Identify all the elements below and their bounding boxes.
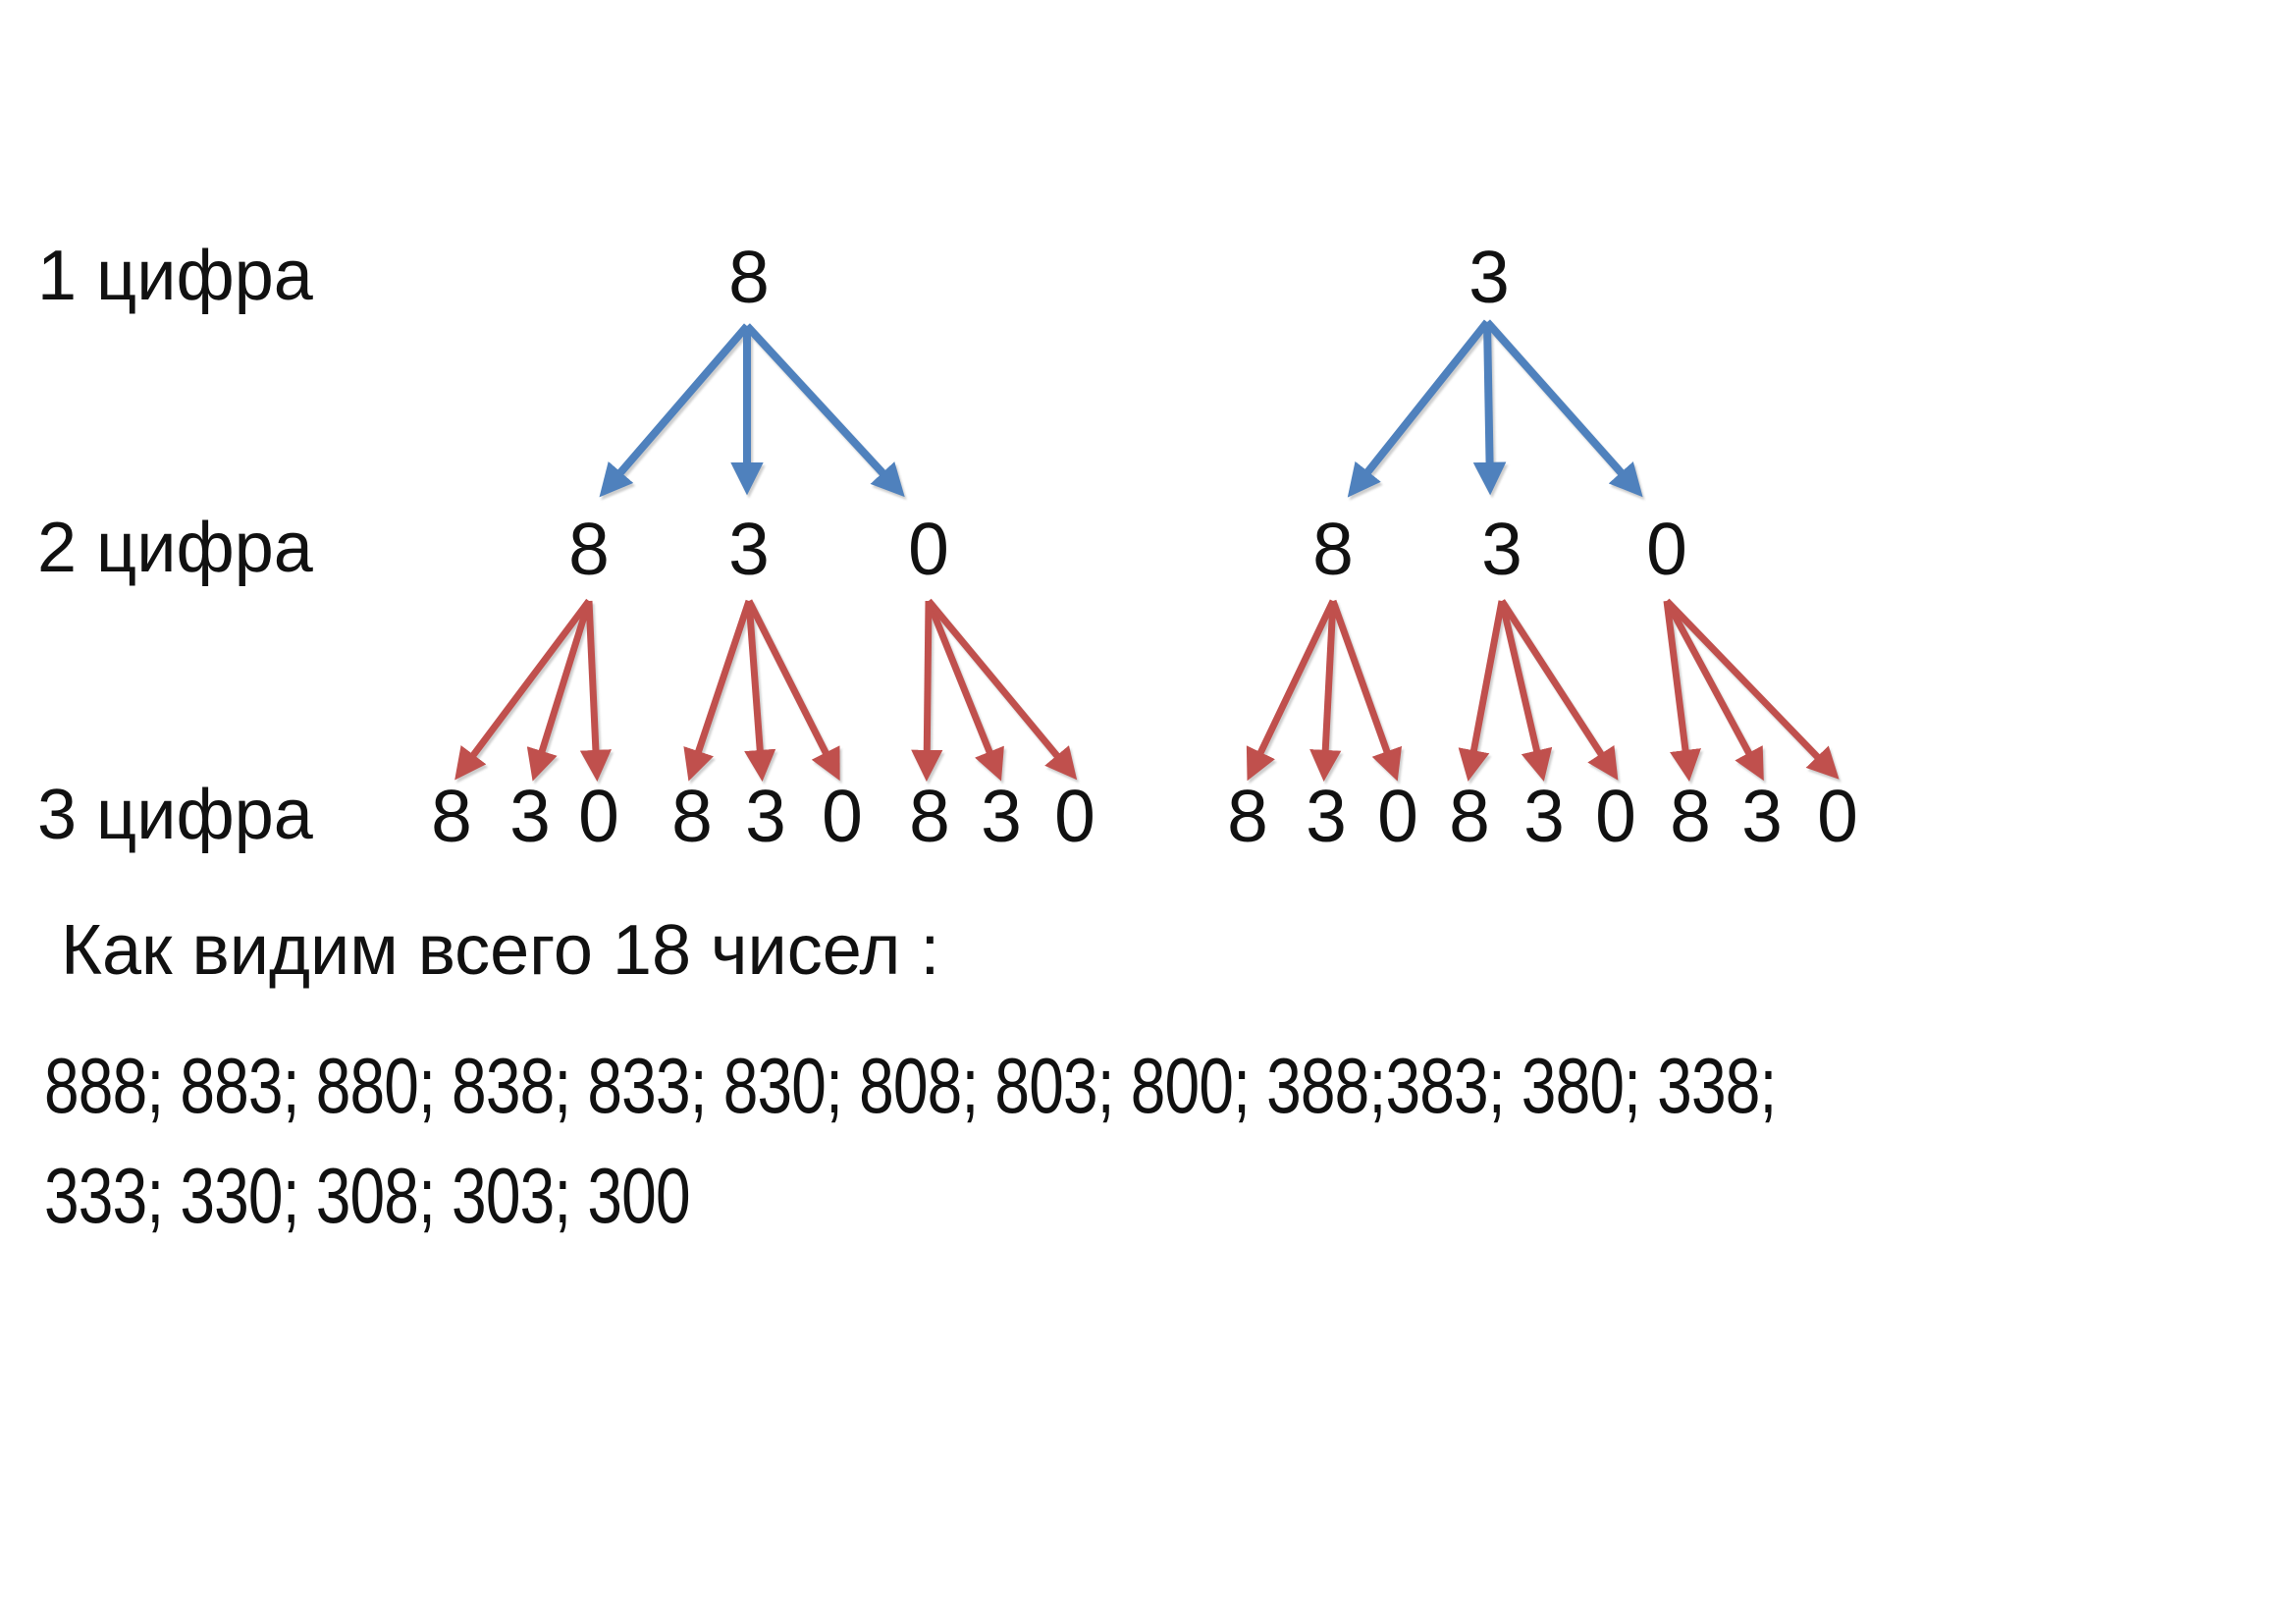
- tree1-leaf-digit: 3: [981, 775, 1022, 857]
- tree1-leaf-digit: 0: [822, 775, 863, 857]
- red-arrow: [744, 600, 776, 783]
- tree2-leaf-digit: 0: [1377, 775, 1418, 857]
- tree1-leaf-digit: 8: [671, 775, 713, 857]
- red-arrow: [526, 599, 593, 782]
- tree1-level2-arrows: [454, 598, 1078, 783]
- red-arrow: [1329, 599, 1403, 782]
- blue-arrow: [1347, 319, 1491, 498]
- red-arrow: [1663, 599, 1764, 782]
- tree1-leaf-digit: 8: [431, 775, 472, 857]
- summary-heading: Как видим всего 18 чисел :: [61, 911, 940, 990]
- blue-arrow: [1484, 319, 1643, 498]
- tree1-l2-digit: 8: [568, 508, 610, 590]
- tree1-leaf-digit: 8: [909, 775, 950, 857]
- tree1-root-digit: 8: [728, 236, 770, 318]
- blue-arrow: [744, 323, 905, 498]
- tree2-l2-digit: 0: [1646, 508, 1687, 590]
- tree2-leaf-digit: 0: [1817, 775, 1858, 857]
- tree1-l2-digit: 3: [728, 508, 770, 590]
- tree1-leaf-digit: 0: [578, 775, 619, 857]
- tree2-leaf-digit: 8: [1449, 775, 1490, 857]
- tree2-root-digit: 3: [1468, 236, 1510, 318]
- tree2-leaf-digit: 3: [1741, 775, 1783, 857]
- red-arrow: [1663, 600, 1701, 782]
- blue-arrow: [1472, 321, 1507, 496]
- red-arrow: [745, 599, 840, 782]
- blue-arrow: [599, 323, 751, 498]
- numbers-list-line1: 888; 883; 880; 838; 833; 830; 808; 803; …: [44, 1042, 1777, 1129]
- red-arrow: [911, 600, 943, 783]
- tree1-leaf-digit: 3: [509, 775, 551, 857]
- red-arrow: [579, 600, 612, 783]
- red-arrow: [925, 599, 1004, 782]
- row-label-2: 2 цифра: [37, 509, 313, 587]
- red-arrow: [1309, 600, 1342, 783]
- red-arrow: [1499, 599, 1619, 781]
- tree2-leaf-digit: 8: [1227, 775, 1268, 857]
- red-arrow: [926, 598, 1078, 781]
- tree2-level2-arrows: [1246, 598, 1840, 783]
- tree2-l2-digit: 3: [1481, 508, 1522, 590]
- tree2-l2-digit: 8: [1312, 508, 1354, 590]
- row-label-3: 3 цифра: [37, 776, 313, 854]
- red-arrow: [1246, 599, 1337, 782]
- row-label-1: 1 цифра: [37, 237, 313, 315]
- tree1-leaf-digit: 0: [1054, 775, 1095, 857]
- tree2-leaf-digit: 3: [1306, 775, 1347, 857]
- tree2-leaf-digit: 3: [1523, 775, 1565, 857]
- tree1-l2-digit: 0: [908, 508, 949, 590]
- red-arrow: [1664, 598, 1840, 780]
- red-arrow: [1498, 600, 1553, 782]
- tree2-leaf-digit: 0: [1595, 775, 1636, 857]
- red-arrow: [683, 599, 753, 782]
- tree2-level1-arrows: [1347, 319, 1643, 498]
- tree1-level1-arrows: [599, 323, 905, 498]
- tree1-leaf-digit: 3: [745, 775, 786, 857]
- numbers-list-line2: 333; 330; 308; 303; 300: [44, 1152, 691, 1239]
- red-arrow: [454, 598, 592, 781]
- tree2-leaf-digit: 8: [1670, 775, 1711, 857]
- red-arrow: [1458, 600, 1506, 782]
